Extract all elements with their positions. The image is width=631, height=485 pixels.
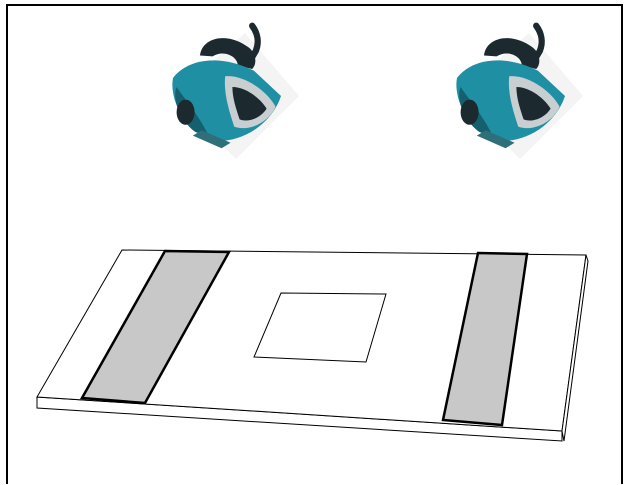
wooden-board — [36, 249, 589, 442]
board-right-edge — [561, 254, 589, 442]
center-square-marking — [253, 292, 387, 363]
planer-right-icon — [456, 26, 583, 159]
planed-strip-left — [79, 249, 232, 405]
planed-strip-right — [441, 251, 529, 427]
planer-left-icon — [172, 26, 299, 159]
